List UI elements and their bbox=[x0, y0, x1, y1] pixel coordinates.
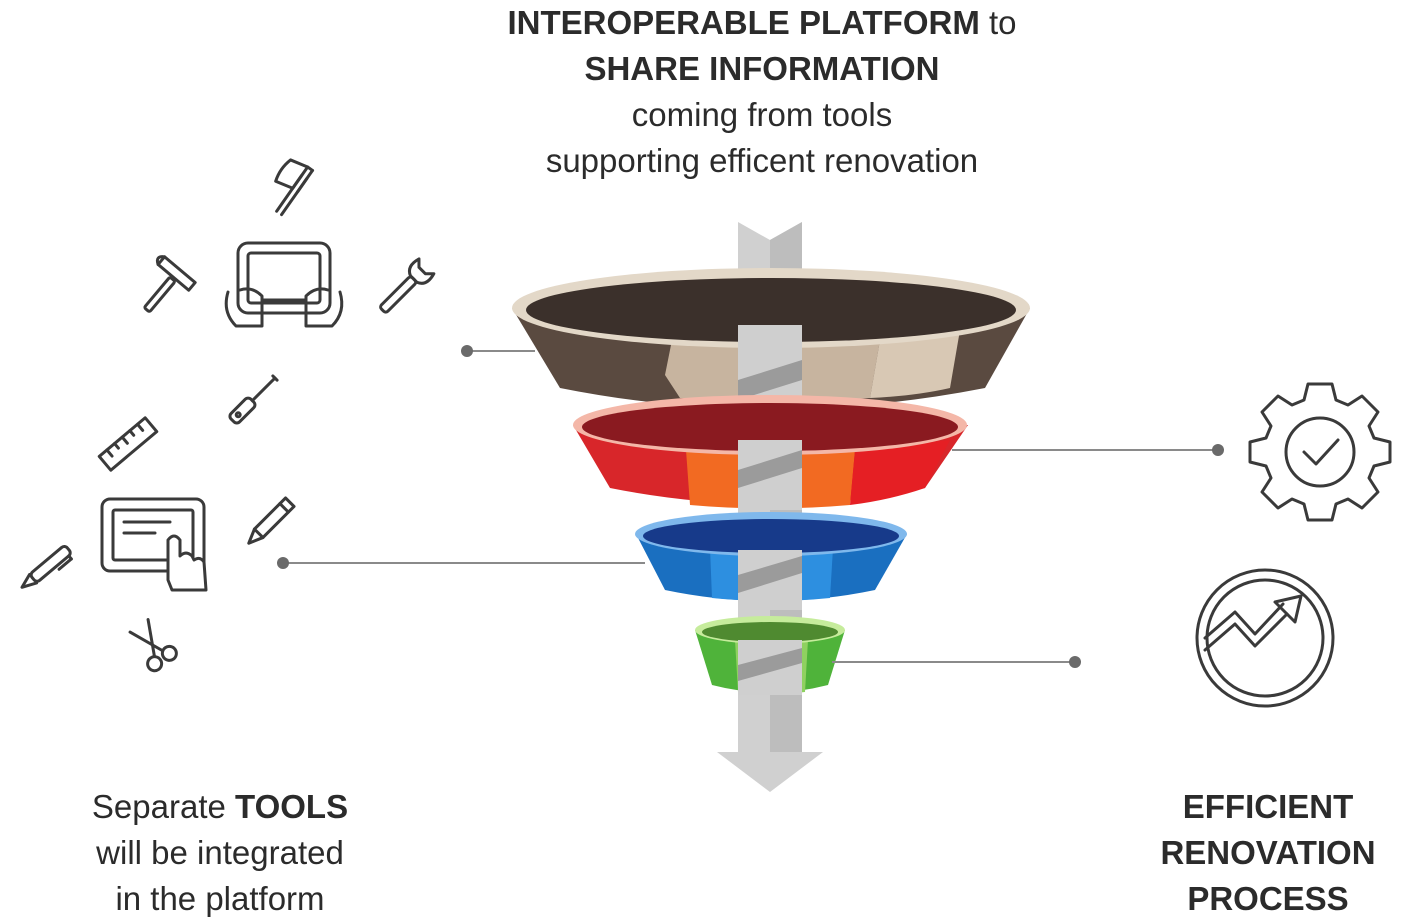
header-line-3: coming from tools bbox=[631, 96, 893, 133]
header: INTEROPERABLE PLATFORM to SHARE INFORMAT… bbox=[462, 0, 1062, 184]
connector-lines bbox=[277, 345, 1224, 668]
pen-icon bbox=[20, 545, 73, 589]
funnel-tier-1 bbox=[512, 268, 1030, 409]
tools-caption-prefix: Separate bbox=[91, 788, 236, 825]
tablet-hands-icon bbox=[224, 241, 344, 328]
growth-chart-icon bbox=[1195, 568, 1335, 708]
process-caption: EFFICIENT RENOVATION PROCESS bbox=[1118, 784, 1401, 922]
funnel-tier-4 bbox=[695, 616, 845, 695]
axe-icon bbox=[274, 158, 315, 217]
header-bold-1: INTEROPERABLE PLATFORM bbox=[507, 4, 980, 41]
ruler-icon bbox=[97, 416, 159, 472]
tools-caption-line-3: in the platform bbox=[115, 880, 325, 917]
tools-caption-bold: TOOLS bbox=[235, 788, 349, 825]
touchscreen-icon bbox=[100, 497, 208, 592]
header-rest-1: to bbox=[979, 4, 1017, 41]
gear-check-icon bbox=[1248, 382, 1392, 522]
wrench-icon bbox=[379, 257, 436, 314]
funnel-tier-3 bbox=[635, 512, 907, 610]
scissors-icon bbox=[128, 617, 178, 673]
tools-caption-line-2: will be integrated bbox=[96, 834, 344, 871]
pencil-icon bbox=[247, 496, 296, 545]
process-caption-line-3: PROCESS bbox=[1187, 880, 1349, 917]
process-caption-line-1: EFFICIENT bbox=[1182, 788, 1354, 825]
process-caption-line-2: RENOVATION bbox=[1160, 834, 1376, 871]
tools-caption: Separate TOOLS will be integrated in the… bbox=[40, 784, 400, 922]
screwdriver-icon bbox=[228, 374, 279, 425]
hammer-icon bbox=[143, 255, 197, 313]
funnel-tier-2 bbox=[573, 395, 968, 510]
header-line-1: INTEROPERABLE PLATFORM to bbox=[462, 0, 1062, 46]
header-line-4: supporting efficent renovation bbox=[545, 142, 979, 179]
tools-caption-line-1: Separate TOOLS bbox=[40, 784, 400, 830]
header-line-2: SHARE INFORMATION bbox=[584, 50, 940, 87]
